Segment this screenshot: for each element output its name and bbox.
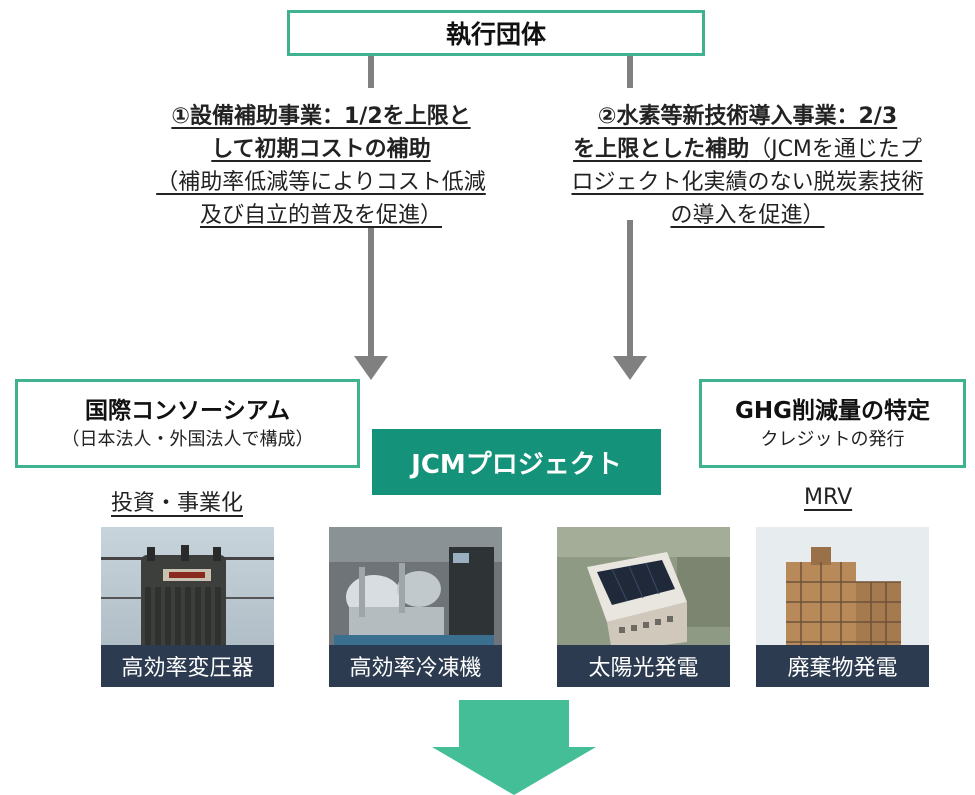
- equipment-subsidy-line1: ①設備補助事業：1/2を上限と: [171, 104, 471, 129]
- waste-plant-photo: 廃棄物発電: [756, 527, 929, 687]
- jcm-project-label: JCMプロジェクト: [411, 449, 622, 480]
- hydrogen-subsidy-line1: ②水素等新技術導入事業：2/3: [597, 104, 898, 129]
- mrv-label: MRV: [804, 485, 853, 510]
- right-connector-top: [627, 56, 633, 88]
- ghg-subtitle: クレジットの発行: [760, 428, 905, 450]
- ghg-box: GHG削減量の特定 クレジットの発行: [699, 379, 966, 468]
- equipment-subsidy-text: ①設備補助事業：1/2を上限と して初期コストの補助 （補助率低減等によりコスト…: [96, 100, 546, 232]
- hydrogen-subsidy-line2: を上限とした補助: [573, 137, 750, 162]
- downward-arrow-head: [432, 747, 596, 795]
- equipment-subsidy-line2: して初期コストの補助: [211, 137, 431, 162]
- chiller-photo: 高効率冷凍機: [329, 527, 502, 687]
- right-arrow-head: [613, 356, 647, 380]
- equipment-subsidy-line3: （補助率低減等によりコスト低減: [156, 170, 486, 195]
- hydrogen-subsidy-line3: ロジェクト化実績のない脱炭素技術: [571, 170, 924, 195]
- investment-label: 投資・事業化: [111, 491, 244, 516]
- hydrogen-subsidy-text: ②水素等新技術導入事業：2/3 を上限とした補助（JCMを通じたプ ロジェクト化…: [520, 100, 975, 232]
- downward-arrow-stem: [459, 700, 569, 748]
- transformer-photo: 高効率変圧器: [101, 527, 274, 687]
- consortium-subtitle: （日本法人・外国法人で構成）: [61, 428, 314, 450]
- executing-body-label: 執行団体: [445, 20, 546, 49]
- consortium-title: 国際コンソーシアム: [85, 397, 290, 424]
- chiller-caption: 高効率冷凍機: [329, 645, 502, 687]
- hydrogen-subsidy-line2-suffix: （JCMを通じたプ: [749, 137, 922, 162]
- transformer-caption: 高効率変圧器: [101, 645, 274, 687]
- hydrogen-subsidy-line4: の導入を促進）: [670, 203, 825, 228]
- right-connector-bottom: [627, 220, 633, 358]
- solar-rooftop-photo: 太陽光発電: [557, 527, 730, 687]
- equipment-subsidy-line4: 及び自立的普及を促進）: [199, 203, 442, 228]
- executing-body-box: 執行団体: [287, 10, 705, 56]
- jcm-project-banner: JCMプロジェクト: [372, 429, 661, 495]
- solar-caption: 太陽光発電: [557, 645, 730, 687]
- waste-caption: 廃棄物発電: [756, 645, 929, 687]
- left-arrow-head: [354, 356, 388, 380]
- consortium-box: 国際コンソーシアム （日本法人・外国法人で構成）: [15, 379, 360, 468]
- ghg-title: GHG削減量の特定: [734, 397, 930, 424]
- left-connector-top: [368, 56, 374, 88]
- left-connector-bottom: [368, 228, 374, 358]
